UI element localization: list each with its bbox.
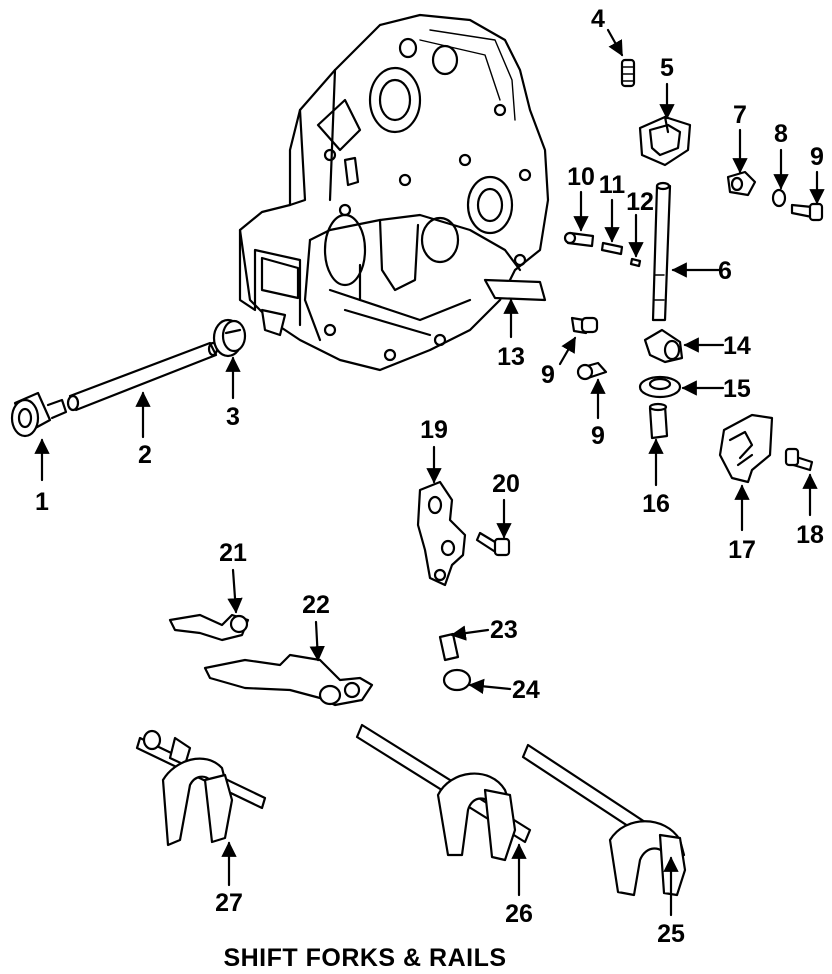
part-15-collar [638, 375, 682, 399]
part-14-detent [643, 328, 684, 364]
callout-21: 21 [219, 539, 247, 567]
part-24-ball [442, 668, 472, 692]
diagram-title: SHIFT FORKS & RAILS [223, 944, 506, 972]
callout-17: 17 [728, 536, 756, 564]
callout-2: 2 [138, 441, 152, 469]
callout-13: 13 [497, 343, 525, 371]
part-5-bracket [638, 115, 692, 167]
part-8-washer [771, 188, 787, 208]
part-7-sensor [726, 170, 757, 197]
part-26-fork [355, 723, 532, 862]
callout-4: 4 [591, 5, 605, 33]
callout-12: 12 [626, 188, 654, 216]
part-1-seal [10, 391, 68, 438]
callout-24: 24 [512, 676, 540, 704]
part-18-bolt [784, 447, 814, 472]
part-23-spring [438, 632, 460, 662]
part-12-pin [629, 257, 642, 268]
callout-6: 6 [718, 257, 732, 285]
callout-25: 25 [657, 920, 685, 948]
callout-9b: 9 [541, 361, 555, 389]
callout-numbers: 1 2 3 4 5 6 7 8 9 9 9 10 11 12 13 14 15 … [35, 5, 824, 948]
callout-15: 15 [723, 375, 751, 403]
part-4-spring [620, 58, 636, 88]
part-11-pin [600, 241, 624, 256]
callout-18: 18 [796, 521, 824, 549]
callout-3: 3 [226, 403, 240, 431]
callout-19: 19 [420, 416, 448, 444]
callout-10: 10 [567, 163, 595, 191]
part-3-plug [212, 318, 247, 358]
callout-20: 20 [492, 470, 520, 498]
callout-23: 23 [490, 616, 518, 644]
part-17-bracket [718, 413, 774, 484]
part-19-plate [416, 480, 467, 587]
part-22-lever [203, 653, 374, 707]
part-25-fork [521, 743, 687, 897]
leader-lines [34, 28, 825, 917]
callout-7: 7 [733, 101, 747, 129]
transmission-case [238, 13, 550, 372]
part-21-lever [168, 613, 250, 642]
part-6-rod [651, 181, 672, 322]
part-9-bolt [790, 202, 824, 222]
part-20-bolt [475, 531, 511, 557]
part-9-bolt [576, 361, 608, 381]
callout-1: 1 [35, 488, 49, 516]
callout-9c: 9 [591, 422, 605, 450]
part-27-fork [135, 729, 267, 847]
callout-14: 14 [723, 332, 751, 360]
callout-27: 27 [215, 889, 243, 917]
callout-16: 16 [642, 490, 670, 518]
callout-22: 22 [302, 591, 330, 619]
callout-11: 11 [599, 171, 626, 199]
callout-8: 8 [774, 120, 788, 148]
part-9-bolt [570, 316, 599, 335]
part-16-sleeve [648, 402, 669, 440]
callout-5: 5 [660, 54, 674, 82]
callout-9a: 9 [810, 143, 824, 171]
callout-26: 26 [505, 900, 533, 928]
part-10-pin [563, 231, 595, 248]
